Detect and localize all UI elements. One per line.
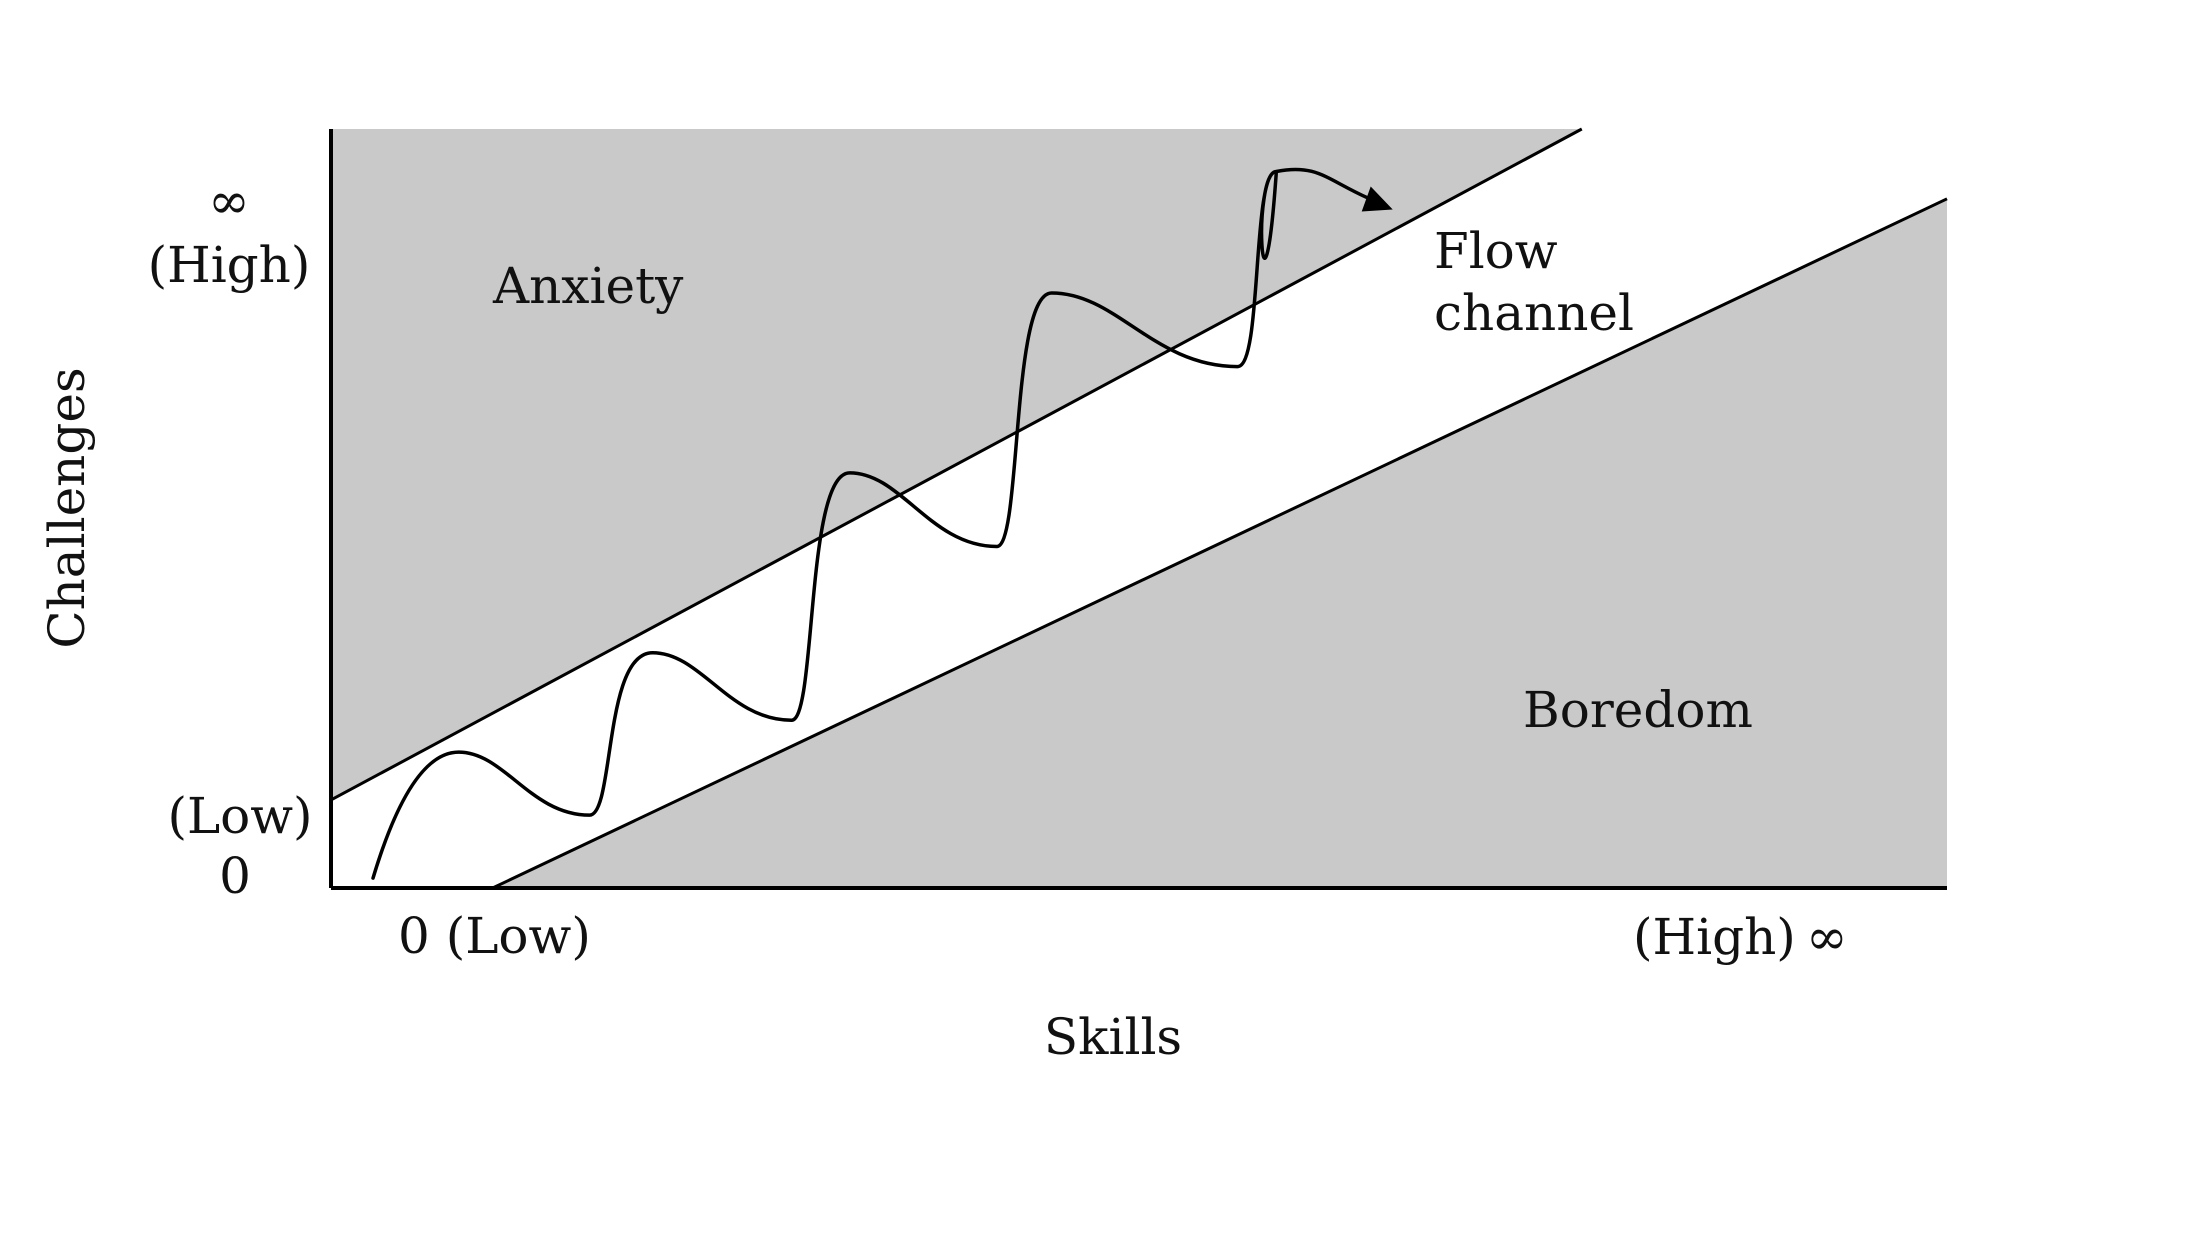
arrowhead-icon [1361, 186, 1393, 212]
x-axis-title: Skills [1044, 1008, 1182, 1066]
x-high-label: (High) [1633, 908, 1796, 966]
y-high-infinity-symbol: ∞ [208, 172, 250, 230]
flow-channel-label-line1: Flow [1434, 222, 1558, 280]
y-axis-title: Challenges [38, 367, 96, 648]
y-zero-label: 0 [219, 847, 251, 905]
anxiety-boundary-line [330, 127, 1583, 802]
y-low-label: (Low) [167, 787, 312, 845]
y-high-label: (High) [148, 236, 311, 294]
anxiety-label: Anxiety [492, 257, 684, 315]
boredom-label: Boredom [1523, 681, 1753, 739]
flow-path-curve [371, 167, 1369, 880]
x-high-infinity-symbol: ∞ [1806, 908, 1848, 966]
boredom-boundary-line [491, 197, 1948, 890]
x-low-label: 0 (Low) [398, 907, 591, 965]
flow-channel-label-line2: channel [1434, 284, 1634, 342]
